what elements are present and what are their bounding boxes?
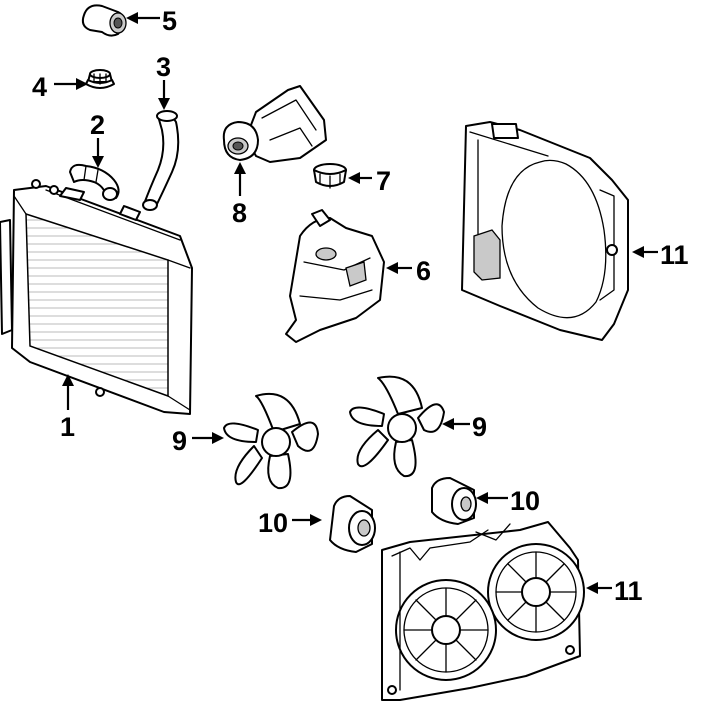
callout-arrow-5 xyxy=(126,12,160,24)
water-outlet-icon xyxy=(222,85,327,163)
callout-8: 8 xyxy=(232,198,247,228)
fan-blade-icon xyxy=(223,392,319,490)
callout-4: 4 xyxy=(32,72,47,102)
callout-arrow-1 xyxy=(62,374,74,410)
callout-6: 6 xyxy=(416,256,431,286)
fan-shroud-icon xyxy=(461,121,629,341)
callout-11-bottom: 11 xyxy=(614,576,643,606)
callout-arrow-8 xyxy=(234,162,246,196)
callout-9-right: 9 xyxy=(472,412,487,442)
fan-motor-icon xyxy=(431,477,477,525)
callout-arrow-6 xyxy=(386,262,412,274)
radiator-icon xyxy=(0,179,193,415)
callout-arrow-10-right xyxy=(476,492,508,504)
thermostat-housing-icon xyxy=(81,4,127,37)
callout-arrow-11-bottom xyxy=(586,582,612,594)
callout-10-right: 10 xyxy=(510,486,540,516)
upper-hose-icon xyxy=(142,110,180,211)
callout-arrow-9-left xyxy=(192,432,224,444)
callout-arrow-2 xyxy=(92,138,104,168)
callout-arrow-4 xyxy=(54,78,88,90)
callout-5: 5 xyxy=(162,6,177,36)
callout-1: 1 xyxy=(60,412,75,442)
callout-10-left: 10 xyxy=(258,508,288,538)
reservoir-cap-icon xyxy=(313,163,347,189)
fan-blade-icon xyxy=(349,375,445,478)
callout-3: 3 xyxy=(156,52,171,82)
callout-arrow-10-left xyxy=(292,514,322,526)
callout-2: 2 xyxy=(90,110,105,140)
fan-motor-icon xyxy=(329,495,376,553)
lower-hose-icon xyxy=(69,163,120,201)
fan-shroud-icon xyxy=(381,521,585,701)
radiator-cap-icon xyxy=(85,69,115,89)
callout-7: 7 xyxy=(376,166,391,196)
callout-arrow-9-right xyxy=(442,418,470,430)
callout-11-top: 11 xyxy=(660,240,689,270)
callout-arrow-7 xyxy=(348,172,372,184)
callout-arrow-11-top xyxy=(632,246,658,258)
coolant-reservoir-icon xyxy=(285,209,385,343)
callout-arrow-3 xyxy=(158,80,170,110)
callout-9-left: 9 xyxy=(172,426,187,456)
